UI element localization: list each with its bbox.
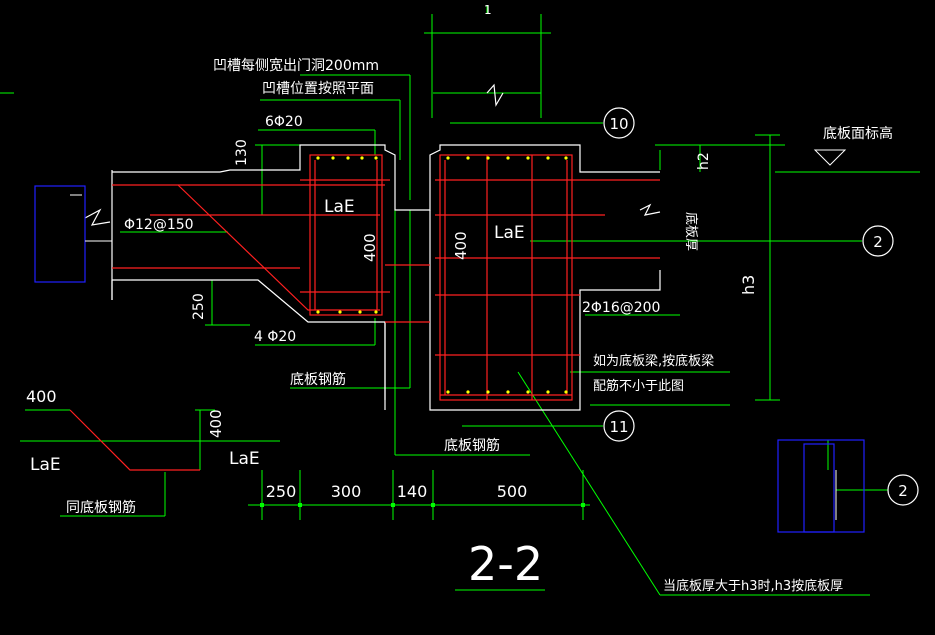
callout-2a-circle (862, 225, 894, 257)
lae-right: LaE (494, 223, 525, 243)
label-h3: h3 (739, 275, 758, 295)
lae-detail-2: LaE (229, 449, 260, 469)
dim-bottom-300: 300 (331, 482, 362, 501)
elevation-symbol (813, 149, 847, 166)
callout-11: 11 (609, 418, 628, 436)
rebar-lines (69, 154, 660, 471)
callout-2b-circle (887, 474, 919, 506)
dim-400-left: 400 (361, 233, 379, 262)
dim-bottom-250: 250 (266, 482, 297, 501)
concrete-outline (84, 83, 661, 411)
note-floor-rebar-right: 底板钢筋 (444, 437, 500, 454)
lae-detail-1: LaE (30, 455, 61, 475)
callout-2b: 2 (898, 482, 908, 500)
dim-400-right: 400 (452, 231, 470, 260)
callout-10-circle (603, 107, 635, 139)
note-beam-2: 配筋不小于此图 (593, 378, 684, 394)
leader-white (70, 194, 837, 520)
rebar-distribution: Φ12@150 (124, 217, 194, 233)
rebar-stirrup-right: 2Φ16@200 (582, 300, 660, 316)
dim-bottom-140: 140 (397, 482, 428, 501)
note-floor-thickness: 底板厚 (683, 212, 699, 251)
note-thickness: 当底板厚大于h3时,h3按底板厚 (663, 578, 843, 594)
note-beam-1: 如为底板梁,按底板梁 (593, 353, 714, 369)
dim-ticks (260, 503, 585, 507)
note-floor-elevation: 底板面标高 (823, 125, 893, 142)
note-floor-rebar-left: 底板钢筋 (290, 371, 346, 388)
section-title: 2-2 (468, 537, 543, 591)
tick-label: 1 (484, 3, 492, 17)
rebar-top-left: 6Φ20 (265, 114, 303, 130)
dim-400-detail-v: 400 (207, 409, 225, 438)
note-same-as-floor: 同底板钢筋 (66, 499, 136, 516)
callout-circles (603, 107, 919, 506)
rebar-bottom-left: 4 Φ20 (254, 329, 296, 345)
label-h2: h2 (696, 152, 712, 170)
dim-250-vertical: 250 (191, 293, 207, 320)
dim-130: 130 (234, 139, 250, 166)
note-groove-width: 凹槽每侧宽出门洞200mm (213, 57, 379, 74)
callout-11-circle (603, 410, 635, 442)
rebar-dots (316, 156, 568, 394)
dim-400-detail-h: 400 (26, 387, 57, 406)
note-groove-position: 凹槽位置按照平面 (262, 81, 374, 97)
callout-2a: 2 (873, 233, 883, 251)
dim-bottom-500: 500 (497, 482, 528, 501)
blue-sections (34, 185, 865, 533)
callout-10: 10 (609, 115, 628, 133)
lae-left: LaE (324, 197, 355, 217)
